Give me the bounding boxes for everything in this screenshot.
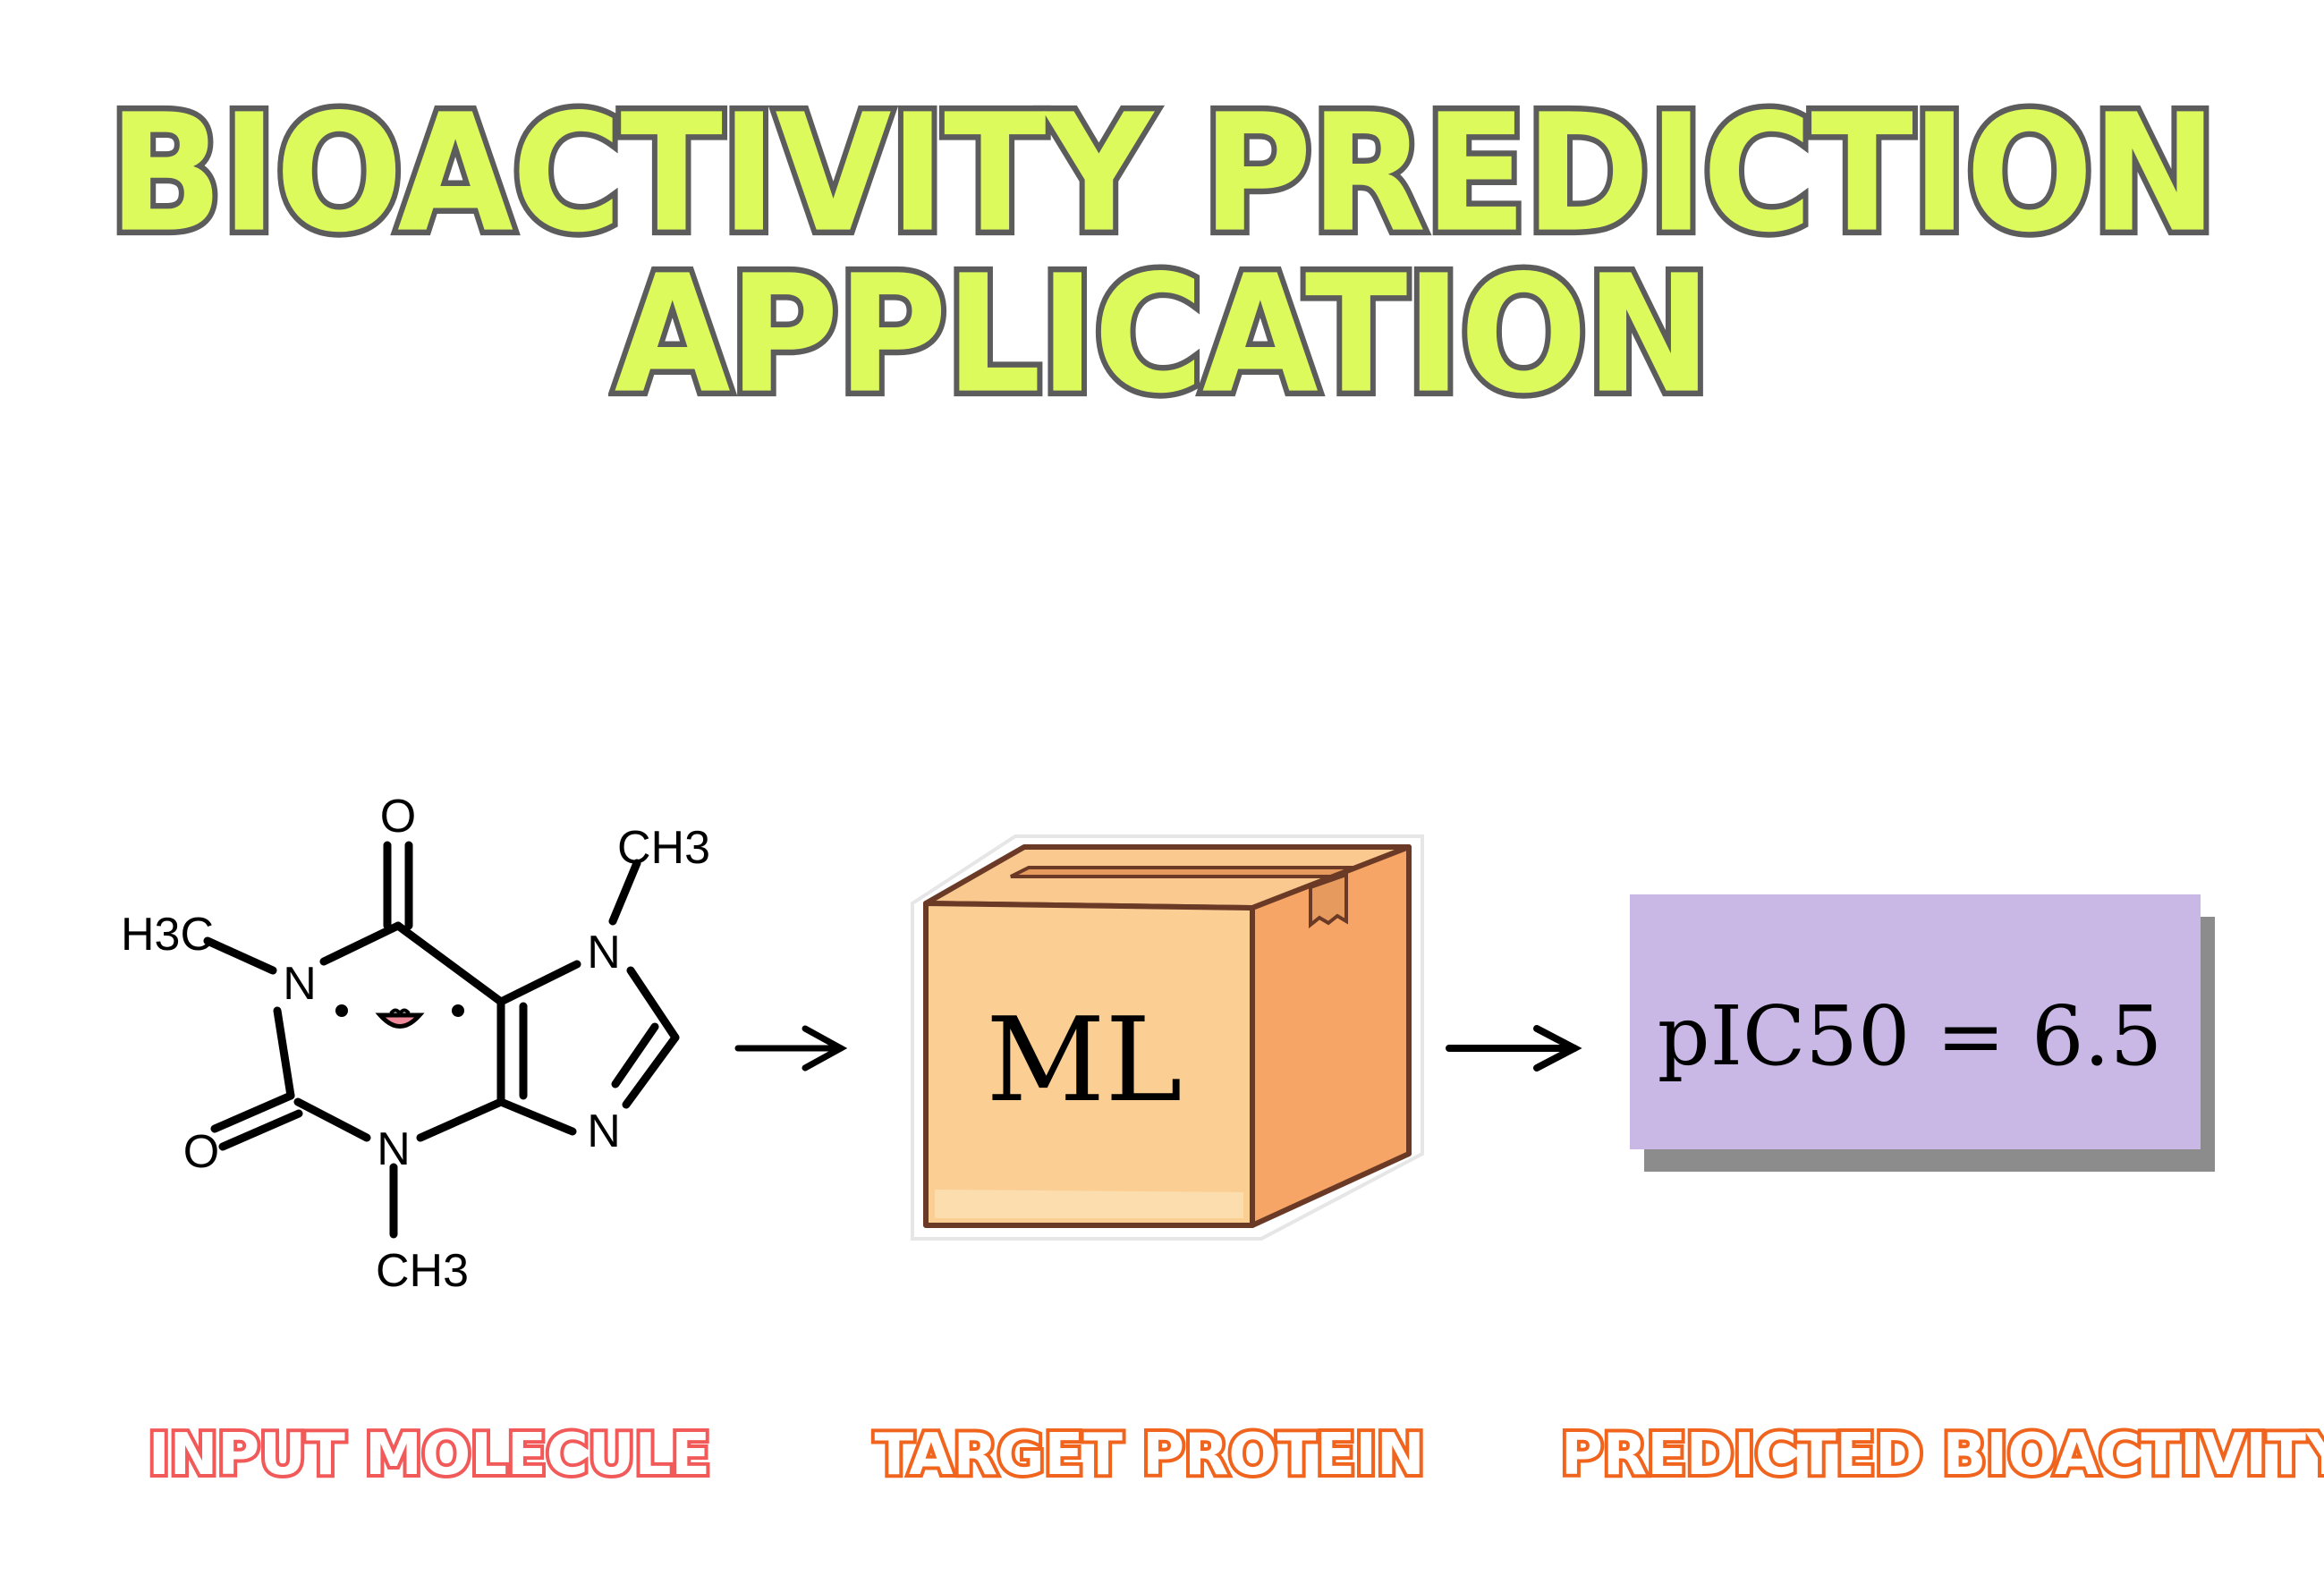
caption-target-protein: TARGET PROTEIN bbox=[870, 1422, 1428, 1488]
ml-label: ML bbox=[986, 992, 1182, 1128]
caption-predicted-bioactivity: PREDICTED BIOACTIVITY bbox=[1557, 1422, 2324, 1488]
atom-ch3-top: CH3 bbox=[617, 822, 710, 874]
arrow-icon bbox=[734, 1025, 848, 1072]
caption-input-molecule: INPUT MOLECULE bbox=[145, 1422, 714, 1488]
title-line-2: APPLICATION bbox=[609, 240, 1718, 429]
caffeine-molecule bbox=[203, 841, 680, 1239]
atom-n7: N bbox=[587, 927, 621, 978]
atom-n3: N bbox=[377, 1123, 411, 1175]
atom-o-top: O bbox=[380, 791, 416, 843]
result-panel bbox=[1630, 894, 2201, 1149]
result-value: pIC50 = 6.5 bbox=[1658, 988, 2163, 1084]
atom-o-left: O bbox=[183, 1126, 219, 1178]
ml-box-icon bbox=[911, 834, 1424, 1241]
atom-ch3-bottom: CH3 bbox=[376, 1245, 469, 1297]
title-line-1: BIOACTIVITY PREDICTION bbox=[103, 79, 2223, 268]
atom-n1: N bbox=[283, 958, 317, 1010]
arrow-icon bbox=[1446, 1025, 1582, 1072]
atom-n9: N bbox=[587, 1105, 621, 1157]
molecule-face bbox=[335, 1004, 464, 1029]
atom-h3c-left: H3C bbox=[121, 909, 214, 961]
